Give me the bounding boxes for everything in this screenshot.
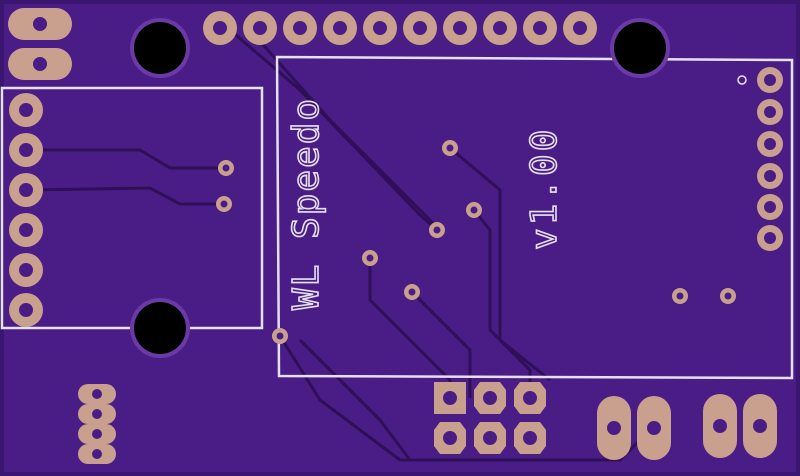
header-pin (9, 293, 43, 327)
mount-hole (134, 302, 186, 354)
header-pin (443, 11, 477, 45)
pad-drill (33, 57, 47, 71)
header-pin (203, 11, 237, 45)
via (272, 328, 288, 344)
header-pin (757, 67, 783, 93)
header-pin (757, 225, 783, 251)
header-pin (9, 133, 43, 167)
icsp-header (434, 382, 546, 454)
mount-holes (130, 18, 670, 358)
via (672, 288, 688, 304)
trace (298, 338, 412, 461)
via (362, 250, 378, 266)
header-pin (563, 11, 597, 45)
via (466, 202, 482, 218)
bottom-right-pads (597, 394, 777, 460)
via (720, 288, 736, 304)
via (429, 222, 445, 238)
trace (25, 186, 224, 206)
board-name-label: WL Speedo (286, 97, 327, 310)
header-pin (9, 213, 43, 247)
bottom-left-header (78, 384, 116, 464)
header-pin (483, 11, 517, 45)
header-pin (9, 173, 43, 207)
mount-hole (134, 22, 186, 74)
header-pin (757, 163, 783, 189)
via (404, 284, 420, 300)
header-pin (757, 131, 783, 157)
trace (410, 290, 472, 398)
left-header (9, 93, 43, 327)
header-pin (243, 11, 277, 45)
trace (229, 28, 438, 232)
header-pin (9, 93, 43, 127)
right-header (737, 67, 783, 251)
header-pin (757, 99, 783, 125)
header-pin (523, 11, 557, 45)
version-label: v1.00 (524, 127, 565, 250)
header-pin (323, 11, 357, 45)
header-pin (9, 253, 43, 287)
trace (472, 209, 532, 398)
copper-pour (4, 4, 796, 472)
top-left-pads (8, 8, 72, 80)
pad-drill (33, 17, 47, 31)
top-header (203, 11, 597, 45)
header-pin (757, 194, 783, 220)
trace (26, 148, 226, 170)
via (218, 160, 234, 176)
vias (216, 140, 736, 344)
pin1-marker (737, 75, 747, 85)
header-pin (283, 11, 317, 45)
mount-hole (614, 22, 666, 74)
header-pin (403, 11, 437, 45)
trace (449, 146, 551, 382)
header-pin (363, 11, 397, 45)
trace (278, 335, 652, 462)
via (442, 140, 458, 156)
via (216, 196, 232, 212)
